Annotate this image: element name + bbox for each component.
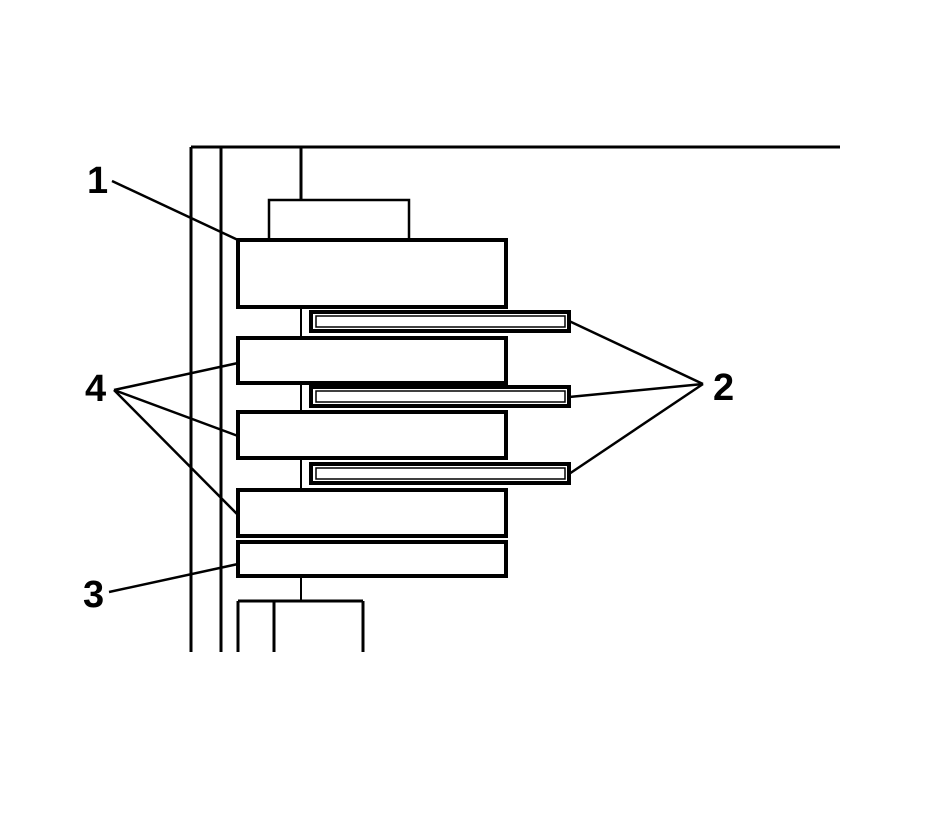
leader-line-4	[113, 361, 239, 392]
top-hub	[267, 198, 411, 242]
callout-2: 2	[713, 367, 734, 409]
callout-3: 3	[83, 574, 104, 616]
steel-plates	[236, 336, 508, 538]
steel-plate	[236, 488, 508, 538]
friction-disc-lining	[315, 467, 566, 480]
pressure-plate	[236, 238, 508, 309]
friction-disc-lining	[315, 315, 566, 328]
leader-line-2	[568, 319, 704, 386]
leader-line-2	[568, 382, 704, 476]
friction-disc-lining	[315, 390, 566, 403]
leader-line-2	[568, 382, 704, 399]
backing-plate	[236, 540, 508, 578]
steel-plate	[236, 410, 508, 460]
callout-1: 1	[87, 160, 108, 202]
leader-lines	[108, 179, 704, 594]
lower-hub	[236, 599, 365, 652]
callout-4: 4	[85, 368, 106, 410]
leader-line-1	[111, 179, 239, 242]
leader-line-3	[108, 562, 239, 594]
steel-plate	[236, 336, 508, 385]
leader-line-4	[113, 389, 239, 516]
leader-line-4	[113, 388, 239, 438]
